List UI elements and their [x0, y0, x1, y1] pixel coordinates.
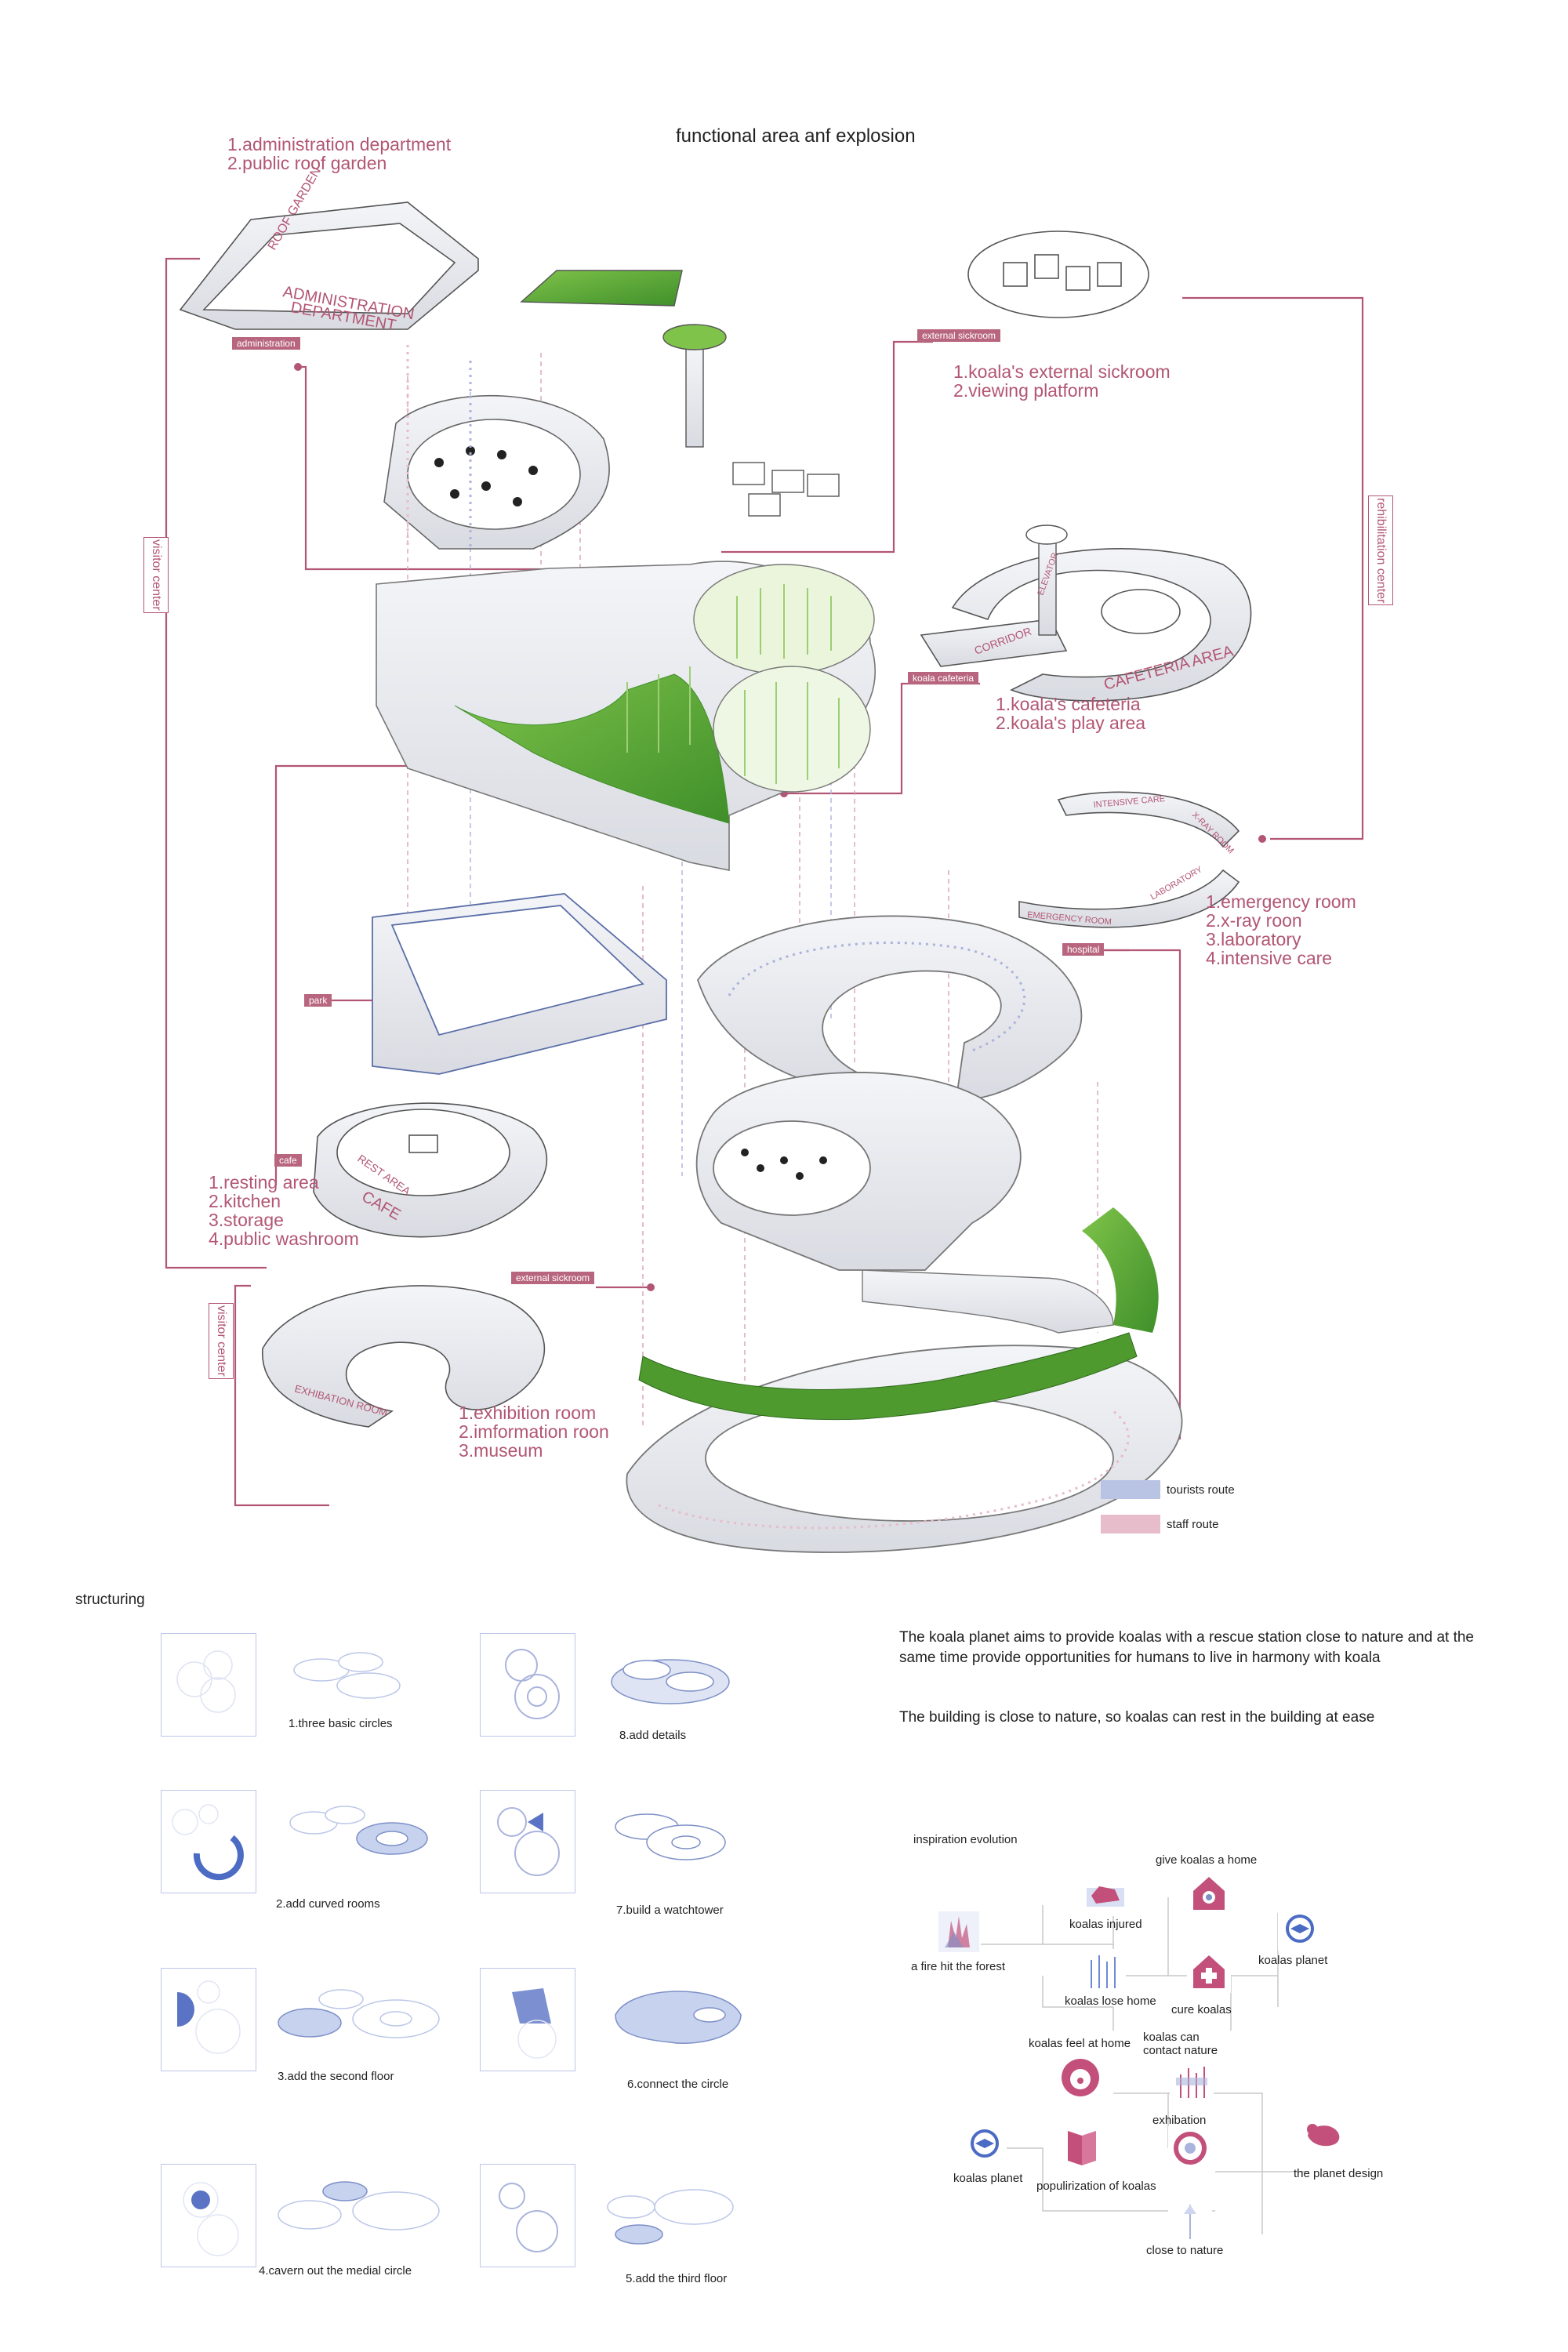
legend-swatch-staff [1101, 1515, 1160, 1534]
structuring-model-8 [611, 1659, 730, 1704]
cafe-tag: cafe [274, 1154, 302, 1167]
admin-functions: 1.administration department 2.public roo… [227, 134, 452, 173]
sickroom-top-functions: 1.koala's external sickroom 2.viewing pl… [953, 361, 1171, 401]
node-design: the planet design [1294, 2167, 1384, 2180]
fire-icon [937, 1910, 981, 1954]
visitor-bottom-vtag: visitor center [209, 1303, 234, 1379]
legend-item-tourists: tourists route [1101, 1480, 1235, 1499]
structuring-model-5 [607, 2189, 734, 2245]
step-label-4: 4.cavern out the medial circle [259, 2264, 412, 2278]
structuring-thumb-5a [480, 2164, 575, 2267]
koala-icon [1301, 2112, 1345, 2156]
cure-icon [1187, 1949, 1231, 1993]
injured-icon [1083, 1872, 1127, 1916]
step-label-8: 8.add details [619, 1729, 687, 1742]
nature-icon [1168, 2198, 1212, 2242]
sickroom-top-tag: external sickroom [917, 329, 1001, 342]
sickroom-mid-tag: external sickroom [511, 1272, 595, 1284]
home-icon [1187, 1871, 1231, 1915]
hospital-tag: hospital [1062, 943, 1105, 956]
page-title: functional area anf explosion [676, 125, 916, 147]
legend: tourists route staff route [1101, 1480, 1235, 1534]
structuring-thumb-8a [480, 1633, 575, 1737]
planet-design-icon [1168, 2126, 1212, 2170]
structuring-model-2 [289, 1806, 428, 1855]
structuring-thumb-7a [480, 1790, 575, 1893]
structuring-model-7 [615, 1813, 726, 1860]
structuring-model-6 [615, 1991, 742, 2044]
cafeteria-tag: koala cafeteria [908, 672, 979, 684]
legend-item-staff: staff route [1101, 1515, 1235, 1534]
node-give-home: give koalas a home [1156, 1853, 1258, 1867]
cafeteria-functions: 1.koala's cafeteria 2.koala's play area [996, 694, 1146, 733]
exploded-axonometric: ADMINISTRATION DEPARTMENT ROOF GARDEN [165, 165, 1364, 1553]
structuring-thumb-4a [161, 2164, 256, 2267]
node-planet1: koalas planet [1258, 1954, 1328, 1967]
node-popular: populirization of koalas [1036, 2180, 1156, 2193]
structuring-thumb-3a [161, 1968, 256, 2071]
legend-label-staff: staff route [1167, 1517, 1219, 1531]
step-label-5: 5.add the third floor [626, 2272, 728, 2285]
structuring-model-1 [293, 1652, 401, 1699]
description-p2: The building is close to nature, so koal… [899, 1709, 1375, 1726]
exhibation-icon [1170, 2059, 1214, 2103]
structuring-thumb-1a [161, 1633, 256, 1737]
planet-icon [1278, 1907, 1322, 1951]
planet2-icon [963, 2122, 1007, 2165]
legend-swatch-tourists [1101, 1480, 1160, 1499]
admin-tag: administration [232, 337, 300, 350]
node-fire: a fire hit the forest [911, 1960, 1006, 1973]
koala-face-icon [1058, 2056, 1102, 2100]
description-p1: The koala planet aims to provide koalas … [899, 1629, 1474, 1666]
inspiration-title: inspiration evolution [913, 1833, 1018, 1846]
structuring-thumb-2a [161, 1790, 256, 1893]
step-label-2: 2.add curved rooms [276, 1897, 380, 1911]
node-injured: koalas injured [1069, 1918, 1142, 1931]
visitor-bottom-functions: 1.exhibition room 2.imformation roon 3.m… [459, 1403, 609, 1461]
node-close: close to nature [1146, 2244, 1224, 2257]
node-exhibation: exhibation [1152, 2114, 1207, 2127]
node-feel-home: koalas feel at home [1029, 2037, 1131, 2050]
lose-home-icon [1082, 1949, 1126, 1993]
step-label-3: 3.add the second floor [278, 2070, 394, 2083]
hospital-functions: 1.emergency room 2.x-ray roon 3.laborato… [1206, 891, 1356, 968]
book-icon [1060, 2125, 1104, 2169]
cafe-functions: 1.resting area 2.kitchen 3.storage 4.pub… [209, 1172, 359, 1249]
node-cure: cure koalas [1171, 2003, 1232, 2016]
structuring-model-4 [278, 2181, 440, 2230]
structuring-title: structuring [75, 1592, 145, 1608]
step-label-6: 6.connect the circle [627, 2078, 729, 2091]
step-label-1: 1.three basic circles [289, 1717, 393, 1730]
park-tag: park [304, 994, 332, 1007]
rehab-vtag: rehibilitation center [1368, 495, 1393, 606]
structuring-thumb-6a [480, 1968, 575, 2071]
node-contact: koalas can contact nature [1143, 2031, 1218, 2057]
visitor-left-vtag: visitor center [143, 537, 169, 613]
node-lose-home: koalas lose home [1065, 1994, 1156, 2008]
structuring-model-3 [278, 1989, 440, 2038]
step-label-7: 7.build a watchtower [616, 1904, 724, 1917]
node-planet2: koalas planet [953, 2172, 1023, 2185]
legend-label-tourists: tourists route [1167, 1483, 1235, 1497]
